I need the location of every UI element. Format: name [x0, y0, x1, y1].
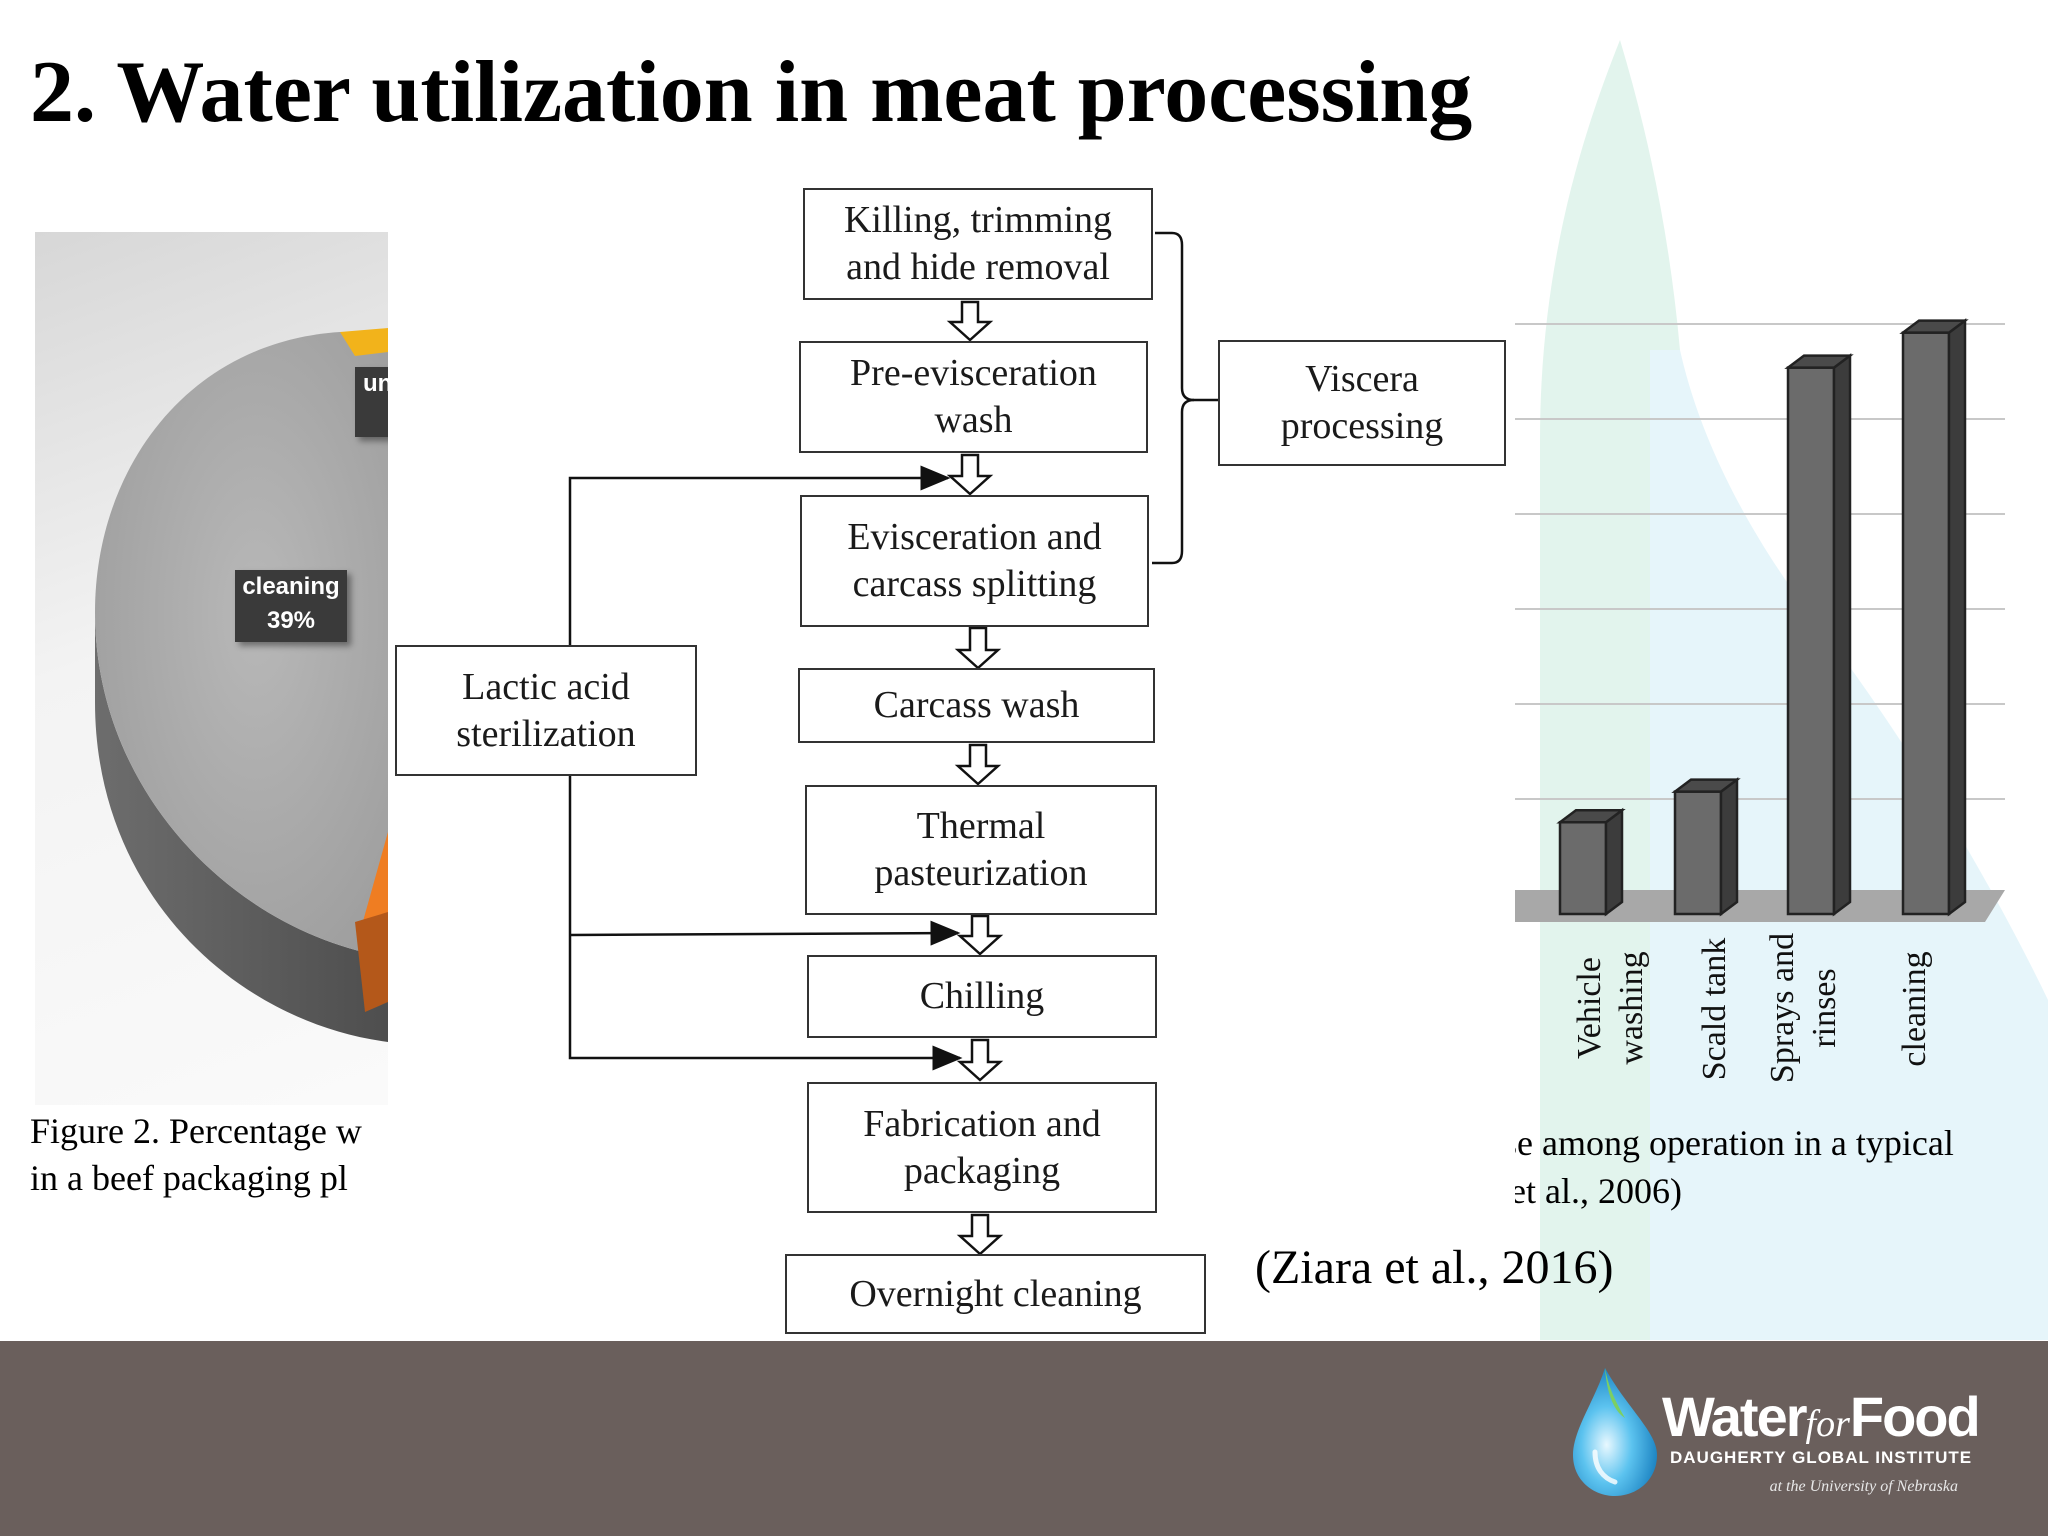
- bar-chart-graphic: [1515, 318, 2005, 922]
- logo-water-text: Water: [1662, 1385, 1808, 1448]
- flow-box-lactic-acid: Lactic acid sterilization: [395, 645, 697, 776]
- bar-top: [1899, 319, 1969, 334]
- pie-caption-line1: Figure 2. Percentage w: [30, 1111, 362, 1151]
- bar-label-vehicle-washing: Vehicle washing: [1571, 951, 1650, 1065]
- bar-top: [1556, 808, 1626, 824]
- pie-chart-graphic: [95, 328, 388, 1042]
- bar-side: [1604, 807, 1624, 917]
- pie-chart-figure: un cleaning 39%: [35, 232, 388, 1105]
- pie-slice-orange-side: [355, 912, 388, 1012]
- bar-label-scald-tank: Scald tank: [1696, 937, 1733, 1081]
- bar-label-cleaning: cleaning: [1896, 951, 1933, 1067]
- flow-box-thermal: Thermal pasteurization: [805, 785, 1157, 915]
- flow-box-overnight-cleaning: Overnight cleaning: [785, 1254, 1206, 1334]
- logo-wordmark: WaterforFood: [1662, 1384, 1981, 1449]
- pie-slice-cleaning: [95, 332, 388, 957]
- flowchart-citation: (Ziara et al., 2016): [1255, 1241, 1614, 1294]
- bar-side: [1719, 777, 1739, 917]
- bar-side: [1832, 353, 1852, 917]
- bar-front: [1786, 366, 1836, 916]
- flow-box-killing: Killing, trimming and hide removal: [803, 188, 1153, 300]
- bar-3: [1899, 318, 1969, 917]
- logo-institute-text: DAUGHERTY GLOBAL INSTITUTE: [1670, 1448, 1973, 1467]
- bar-0: [1556, 807, 1626, 917]
- pie-slice-yellow: [340, 328, 388, 356]
- logo-food-text: Food: [1849, 1385, 1981, 1448]
- flow-box-viscera: Viscera processing: [1218, 340, 1506, 466]
- bar-top: [1671, 778, 1741, 793]
- pie-slice-orange: [360, 832, 388, 932]
- bar-side: [1947, 318, 1967, 917]
- bar-chart-floor: [1515, 890, 2005, 922]
- bar-label-sprays-rinses: Sprays and rinses: [1764, 932, 1843, 1084]
- bar-chart-bars: [1556, 318, 1969, 917]
- bar-front: [1673, 790, 1723, 916]
- bar-2: [1784, 353, 1854, 917]
- flow-box-carcass-wash: Carcass wash: [798, 668, 1155, 743]
- pie-caption-line2: in a beef packaging pl: [30, 1158, 348, 1198]
- logo-for-text: for: [1805, 1403, 1850, 1445]
- bar-1: [1671, 777, 1741, 917]
- water-drop-logo-icon: [1573, 1368, 1657, 1496]
- flow-box-chilling: Chilling: [807, 955, 1157, 1038]
- pie-label-un: un: [355, 367, 388, 437]
- slide-title: 2. Water utilization in meat processing: [30, 44, 1473, 141]
- bar-front: [1558, 820, 1608, 916]
- bar-front: [1901, 331, 1951, 916]
- flow-box-fabrication: Fabrication and packaging: [807, 1082, 1157, 1213]
- pie-label-cleaning: cleaning 39%: [235, 570, 347, 642]
- footer-bar: [0, 1341, 2048, 1536]
- flow-box-evisceration: Evisceration and carcass splitting: [800, 495, 1149, 627]
- bar-caption-line2: et al., 2006): [1510, 1171, 1682, 1211]
- pie-side: [95, 612, 388, 1042]
- logo-university-text: at the University of Nebraska: [1769, 1478, 1958, 1495]
- bar-top: [1784, 354, 1854, 369]
- bar-chart-figure: Vehicle washing Scald tank Sprays and ri…: [1515, 232, 2048, 1112]
- flow-box-pre-evisceration: Pre-evisceration wash: [799, 341, 1148, 453]
- bar-caption-line1: use among operation in a typical: [1485, 1123, 1954, 1163]
